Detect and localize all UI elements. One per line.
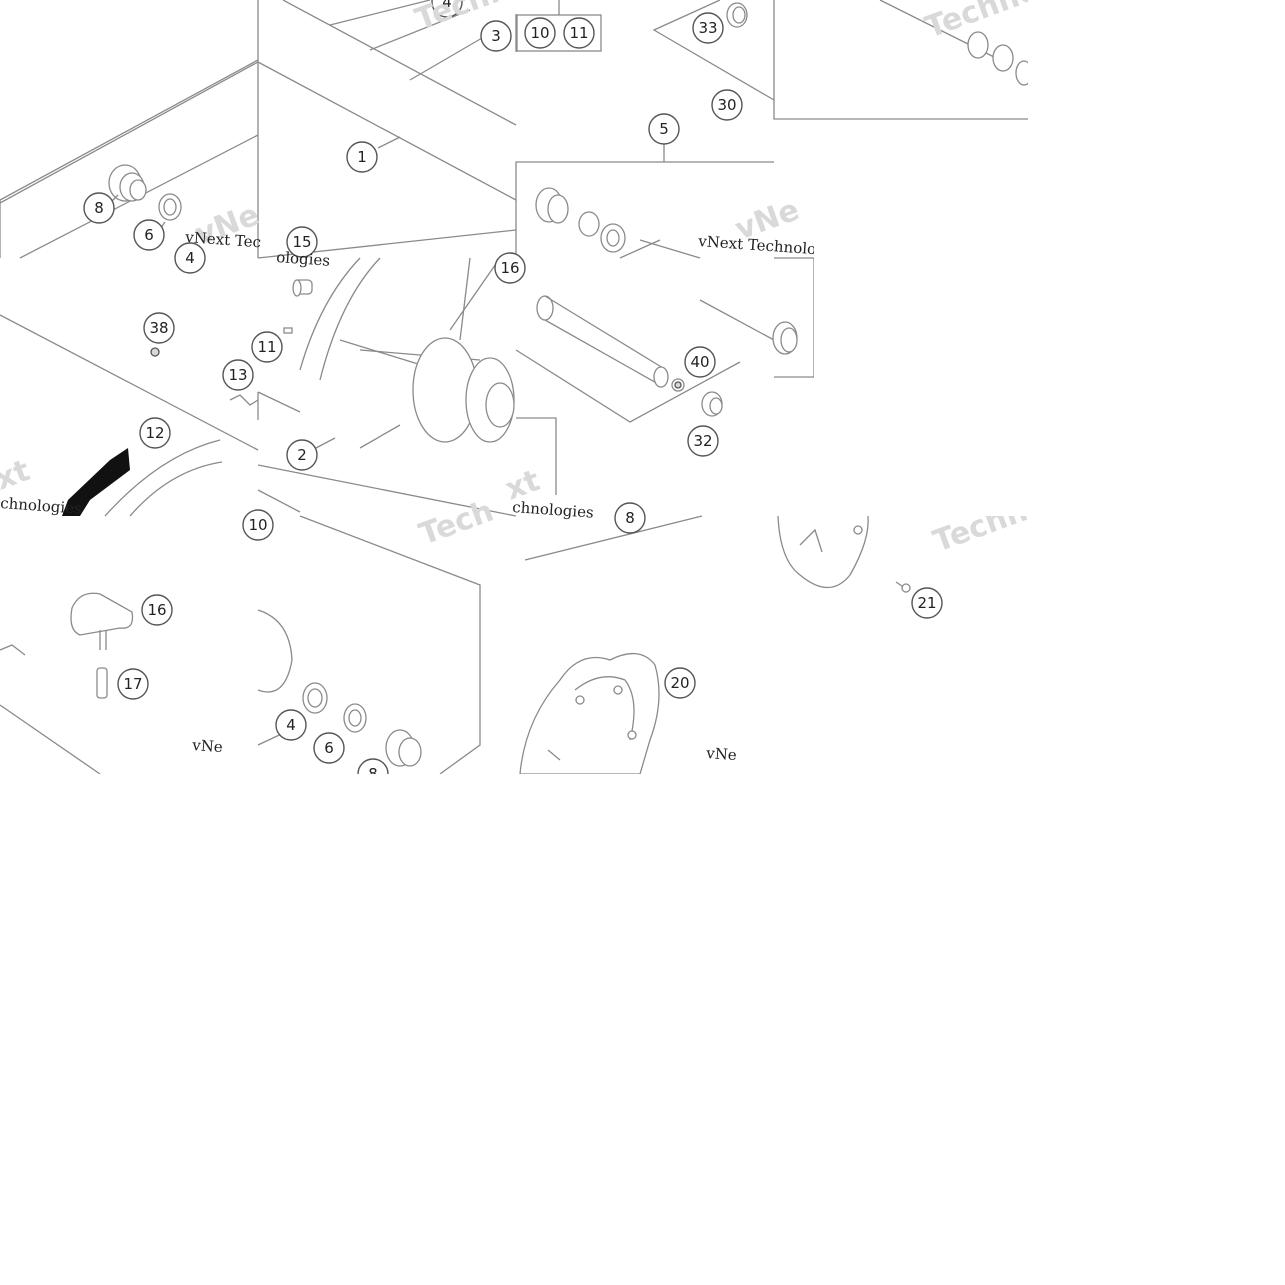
hub-part	[412, 337, 515, 443]
spacer-part	[701, 391, 723, 417]
callout-11: 11	[251, 331, 283, 363]
callout-1: 1	[346, 141, 378, 173]
callout-13: 13	[222, 359, 254, 391]
callout-4: 4	[174, 242, 206, 274]
callout-40: 40	[684, 346, 716, 378]
valve-stem-part	[96, 667, 108, 699]
spacer-part	[726, 2, 748, 28]
blank-area	[742, 620, 1028, 774]
bearing-part	[385, 729, 422, 767]
svg-text:38: 38	[149, 319, 168, 337]
svg-text:1: 1	[357, 148, 367, 166]
tile-axle-kit	[515, 0, 775, 259]
callout-labels: 1 2 3 4 4 4 5 6 6 8 8 8 10 10 11 11 12 1…	[83, 0, 943, 790]
blank-area	[0, 774, 1285, 1285]
bearing-part	[535, 187, 626, 253]
callout-4: 4	[275, 709, 307, 741]
seal-ring-part	[967, 31, 1033, 86]
callout-5: 5	[648, 113, 680, 145]
callout-6: 6	[133, 219, 165, 251]
svg-text:10: 10	[248, 516, 267, 534]
callout-8: 8	[614, 502, 646, 534]
blank-area	[814, 120, 1028, 516]
svg-text:vNext Tec: vNext Tec	[184, 228, 262, 251]
svg-text:chnologies: chnologies	[0, 494, 82, 518]
svg-text:11: 11	[257, 338, 276, 356]
blank-area	[1028, 0, 1285, 774]
svg-text:15: 15	[292, 233, 311, 251]
svg-text:vNe: vNe	[705, 744, 738, 764]
svg-text:11: 11	[569, 24, 588, 42]
svg-text:32: 32	[693, 432, 712, 450]
tile-brake-disc	[519, 653, 660, 775]
callout-17: 17	[117, 668, 149, 700]
callout-2: 2	[286, 439, 318, 471]
callout-4: 4	[431, 0, 463, 18]
svg-text:Tech: Tech	[415, 494, 498, 553]
svg-text:40: 40	[690, 353, 709, 371]
svg-text:6: 6	[144, 226, 154, 244]
svg-text:5: 5	[659, 120, 669, 138]
callout-8: 8	[83, 192, 115, 224]
svg-text:vNe: vNe	[191, 736, 224, 756]
valve-cap-part	[70, 592, 134, 650]
callout-16: 16	[494, 252, 526, 284]
callout-12: 12	[139, 417, 171, 449]
callout-21: 21	[911, 587, 943, 619]
callout-11: 11	[563, 17, 595, 49]
tile-brake-disc-detail	[777, 515, 911, 593]
callout-16: 16	[141, 594, 173, 626]
callout-6: 6	[313, 732, 345, 764]
callout-15: 15	[286, 226, 318, 258]
callout-10: 10	[524, 17, 556, 49]
tile-hub-left	[0, 0, 259, 259]
tile-axle-end	[699, 257, 815, 378]
bearing-part	[108, 164, 147, 202]
svg-text:4: 4	[286, 716, 296, 734]
svg-text:6: 6	[324, 739, 334, 757]
callout-32: 32	[687, 425, 719, 457]
tile-valve	[0, 592, 134, 775]
callout-38: 38	[143, 312, 175, 344]
svg-text:3: 3	[491, 27, 501, 45]
svg-text:16: 16	[500, 259, 519, 277]
tile-rim-left	[0, 314, 259, 517]
svg-text:17: 17	[123, 675, 142, 693]
svg-text:12: 12	[145, 424, 164, 442]
axle-part	[536, 295, 669, 388]
callout-3: 3	[480, 20, 512, 52]
svg-text:Techno: Techno	[411, 0, 534, 38]
direction-arrow-icon	[62, 448, 130, 516]
svg-text:chnologies: chnologies	[512, 498, 595, 522]
svg-text:20: 20	[670, 674, 689, 692]
svg-text:2: 2	[297, 446, 307, 464]
svg-text:4: 4	[185, 249, 195, 267]
svg-text:8: 8	[94, 199, 104, 217]
callout-20: 20	[664, 667, 696, 699]
tile-axle-detail	[773, 0, 1033, 120]
tile-axle-assembly	[515, 295, 741, 561]
seal-ring-part	[158, 193, 182, 221]
svg-text:10: 10	[530, 24, 549, 42]
callout-30: 30	[711, 89, 743, 121]
svg-text:16: 16	[147, 601, 166, 619]
callout-10: 10	[242, 509, 274, 541]
svg-text:4: 4	[442, 0, 452, 11]
callout-33: 33	[692, 12, 724, 44]
svg-text:ologies: ologies	[276, 248, 331, 270]
tile-wheel-front	[257, 257, 517, 517]
seal-ring-part	[302, 682, 367, 733]
svg-text:33: 33	[698, 19, 717, 37]
tile-hub-rear	[257, 515, 481, 775]
svg-text:8: 8	[625, 509, 635, 527]
svg-text:xt: xt	[0, 453, 34, 497]
svg-text:13: 13	[228, 366, 247, 384]
svg-text:21: 21	[917, 594, 936, 612]
spoke-nipple-part	[292, 279, 313, 297]
svg-text:30: 30	[717, 96, 736, 114]
